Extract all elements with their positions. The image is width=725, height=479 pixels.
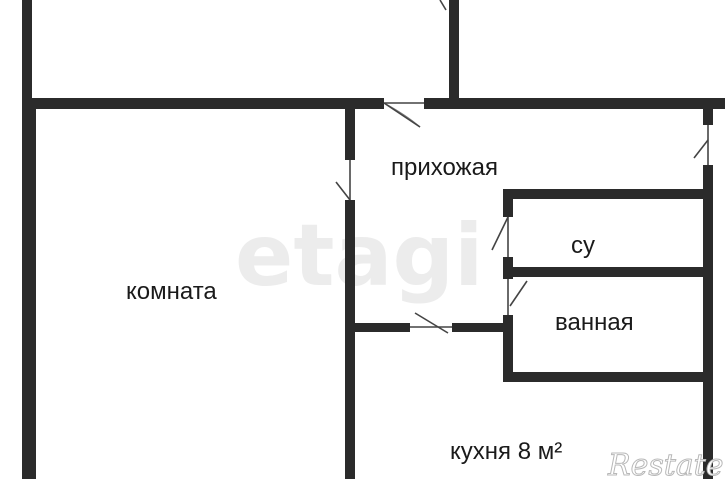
wall-right-outer bbox=[703, 98, 713, 479]
door-top-room bbox=[439, 0, 447, 11]
label-kitchen: кухня 8 м² bbox=[450, 438, 562, 465]
door-bathroom bbox=[502, 279, 528, 315]
wall-toilet-top bbox=[503, 189, 713, 199]
door-room bbox=[335, 160, 356, 201]
wall-bathroom-bottom bbox=[503, 372, 713, 382]
watermark-center: etagi bbox=[235, 206, 484, 306]
door-toilet bbox=[491, 216, 514, 257]
label-hallway: прихожая bbox=[391, 154, 498, 181]
door-hallway-top bbox=[383, 97, 424, 128]
doors bbox=[335, 0, 714, 334]
door-entrance bbox=[693, 125, 714, 165]
door-kitchen bbox=[410, 312, 452, 334]
wall-main-horizontal bbox=[22, 98, 725, 109]
wall-upper-middle bbox=[449, 0, 459, 105]
watermark-corner: Restate bbox=[607, 448, 724, 479]
wall-toilet-bathroom-divider bbox=[503, 267, 713, 277]
label-toilet: су bbox=[571, 232, 595, 259]
label-bathroom: ванная bbox=[555, 309, 634, 336]
wall-room-divider bbox=[345, 98, 355, 479]
wall-inner-left bbox=[22, 98, 36, 479]
label-room: комната bbox=[126, 278, 217, 305]
